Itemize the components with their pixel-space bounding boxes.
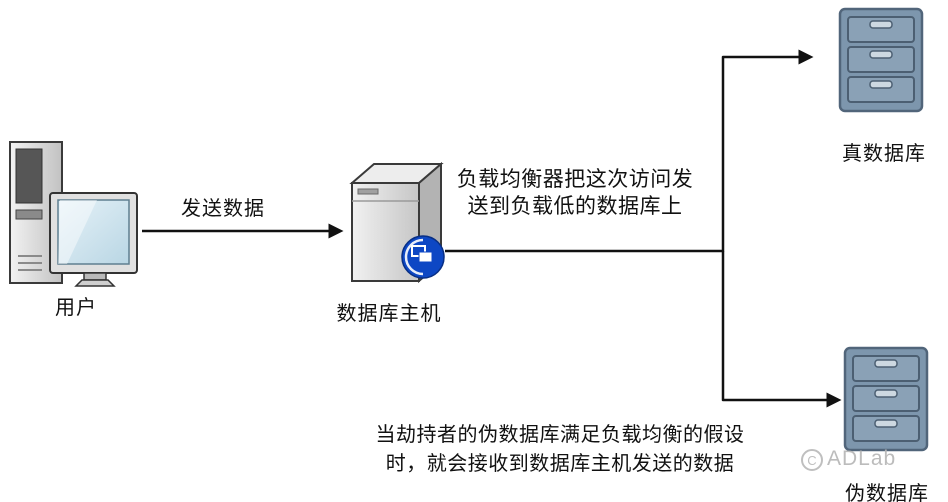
balancer-note: 负载均衡器把这次访问发 送到负载低的数据库上 <box>457 166 694 220</box>
balancer-note-line1: 负载均衡器把这次访问发 <box>456 168 694 191</box>
watermark-logo-icon: C <box>801 449 823 471</box>
load-balancer-badge-icon <box>401 235 445 279</box>
hijack-note-line2: 时，就会接收到数据库主机发送的数据 <box>385 453 735 475</box>
hijack-note: 当劫持者的伪数据库满足负载均衡的假设 时，就会接收到数据库主机发送的数据 <box>376 421 745 479</box>
fake-db-cabinet-icon <box>843 346 929 452</box>
monitor-icon <box>49 192 138 287</box>
to-fake-db-arrow <box>721 251 842 408</box>
watermark-logo-letter: C <box>807 453 816 468</box>
send-data-edge-label: 发送数据 <box>181 198 265 220</box>
watermark-text: ADLab <box>827 447 897 470</box>
user-pc-icon <box>9 141 138 287</box>
hijack-note-line1: 当劫持者的伪数据库满足负载均衡的假设 <box>375 424 745 446</box>
real-db-cabinet-icon <box>838 7 924 113</box>
balancer-note-line2: 送到负载低的数据库上 <box>467 195 683 218</box>
to-real-db-arrow <box>445 49 814 253</box>
fake-db-node-label: 伪数据库 <box>845 483 929 502</box>
real-db-node-label: 真数据库 <box>842 143 926 165</box>
server-node-label: 数据库主机 <box>336 303 442 325</box>
user-node-label: 用户 <box>55 297 97 319</box>
